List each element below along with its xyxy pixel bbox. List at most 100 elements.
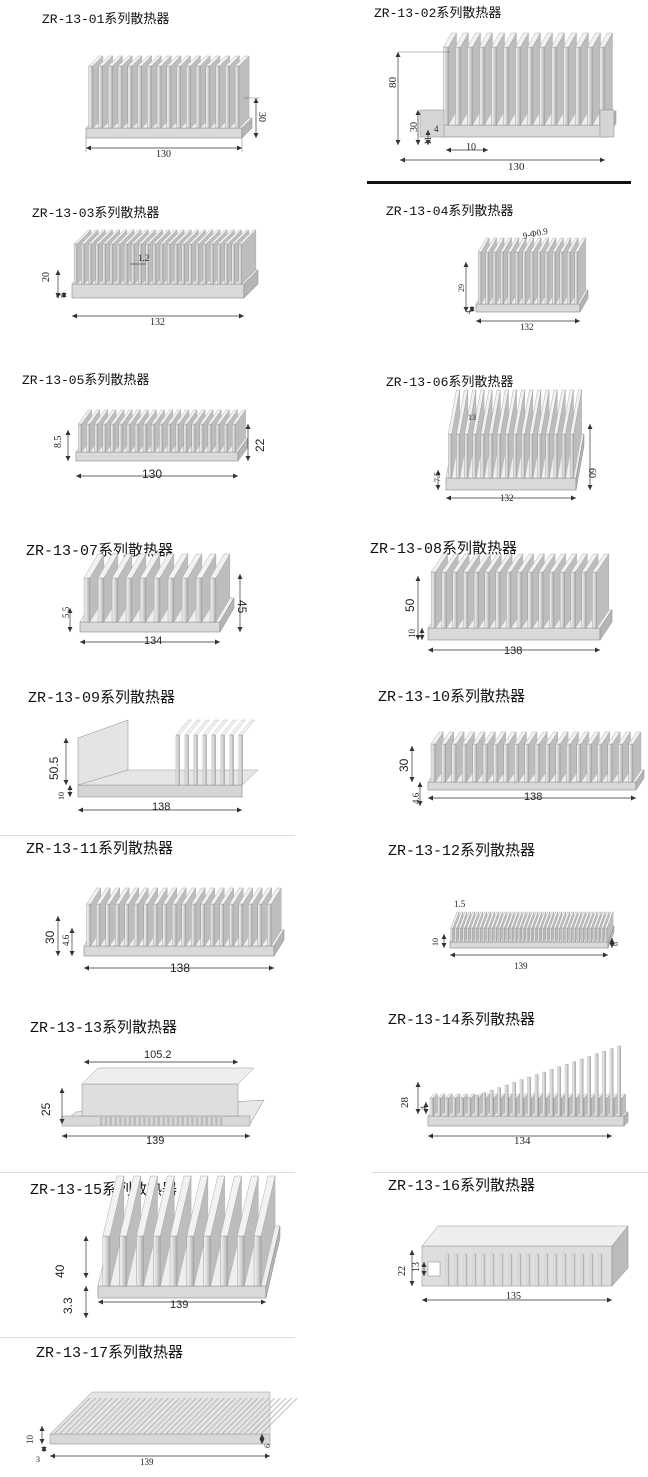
arrowhead [428,795,433,801]
heatsink-15-fin [119,1235,127,1287]
heatsink-11-fin [153,903,158,947]
heatsink-05-fin [199,423,204,453]
title-zr-13-12: ZR-13-12系列散热器 [388,843,536,860]
arrowhead [253,98,259,103]
heatsink-12-fin [474,927,477,943]
heatsink-13-fin [200,1116,204,1126]
heatsink-13-fin [167,1116,170,1126]
heatsink-14-fin [534,1074,539,1117]
title-zr-13-14: ZR-13-14系列散热器 [388,1012,536,1029]
heatsink-02-fin [467,46,473,126]
dimension-label: 5 [55,294,64,298]
heatsink-14-fin [467,1097,471,1117]
heatsink-02-foot [599,109,615,138]
dimension-label: 22 [397,1266,408,1276]
heatsink-17-fin [165,1397,203,1435]
heatsink-17-fin [109,1397,147,1435]
divider [0,835,295,836]
dimension-label: 138 [152,801,171,813]
dimension-label: 50 [403,598,417,612]
heatsink-05-fin [175,423,180,453]
heatsink-01-fin [186,65,191,129]
heatsink-17-fin [204,1397,242,1435]
heatsink-13-fin [119,1116,122,1126]
arrowhead [425,140,431,145]
heatsink-05-fin [191,423,196,453]
heatsink-15-fin [220,1235,228,1287]
heatsink-05-fin [232,423,236,453]
heatsink-03-fin [224,243,228,285]
dimension-label: 6 [611,942,620,946]
dimension-label: 132 [520,322,534,332]
arrowhead [441,934,447,939]
dimension-label: 4.6 [61,934,71,946]
arrowhead [609,943,615,948]
title-zr-13-13: ZR-13-13系列散热器 [30,1020,178,1037]
dimension-label: 4 [419,1106,428,1110]
dimension-label: 130 [142,467,163,481]
dimension-label: 13 [468,413,476,422]
heatsink-06-fin [561,433,566,479]
heatsink-17-fin [249,1397,287,1435]
heatsink-14-fin [519,1079,524,1117]
heatsink-15-fin [237,1235,245,1287]
heatsink-17-fin [238,1397,276,1435]
heatsink-14-fin [572,1061,576,1117]
heatsink-10-fin [514,743,519,783]
arrowhead [476,318,481,324]
heatsink-08-fin [592,571,598,629]
heatsink-07-fin [111,577,119,623]
heatsink-04-fin [485,251,489,305]
heatsink-03-fin [116,243,121,285]
arrowhead [423,1109,429,1114]
heatsink-13-fin [215,1116,218,1126]
heatsink-14-fin [429,1097,434,1117]
heatsink-07-fin [125,577,133,623]
heatsink-05-fin [207,423,212,453]
heatsink-14-fin-side [485,1093,491,1117]
heatsink-16-fin [499,1253,504,1287]
heatsink-01-fin [88,65,94,129]
heatsink-14-fin [594,1053,599,1117]
heatsink-07-fin [167,577,175,623]
heatsink-11-fin [96,903,101,947]
heatsink-17-base [49,1433,271,1445]
title-zr-13-06: ZR-13-06系列散热器 [386,375,514,390]
heatsink-01-fin [108,65,113,129]
arrowhead [409,746,415,751]
heatsink-13-fin [157,1116,160,1126]
arrowhead [83,1313,89,1318]
arrowhead [237,807,242,813]
heatsink-17-fin [148,1397,186,1435]
heatsink-17-fin [176,1397,214,1435]
divider [372,1172,648,1173]
arrowhead [83,1236,89,1241]
heatsink-01-fin [117,65,123,129]
heatsink-05-fin [167,423,172,453]
arrowhead [571,495,576,501]
arrowhead [423,1102,429,1107]
heatsink-01-fin [156,65,162,129]
heatsink-05-fin [118,423,123,453]
heatsink-06-base [445,477,577,491]
arrowhead [421,1262,427,1267]
heatsink-13-fin [109,1116,112,1126]
title-zr-13-05: ZR-13-05系列散热器 [22,373,150,388]
dimension-label: 134 [514,1135,531,1147]
dimension-label: 30 [397,758,411,772]
heatsink-14-fin-side [463,1093,468,1117]
arrowhead [233,1059,238,1065]
heatsink-15-fin [186,1235,195,1287]
arrowhead [259,1434,265,1439]
heatsink-13-fin [148,1116,151,1126]
heatsink-03-fin [95,243,99,285]
heatsink-12-fin [502,927,505,943]
arrowhead [245,1133,250,1139]
heatsink-11-fin [86,903,91,947]
arrowhead [435,485,441,490]
heatsink-05-fin [215,423,220,453]
arrowhead [419,628,425,633]
heatsink-17-fin [137,1397,175,1435]
heatsink-09-fin [238,734,243,786]
heatsink-17-fin [255,1397,292,1435]
